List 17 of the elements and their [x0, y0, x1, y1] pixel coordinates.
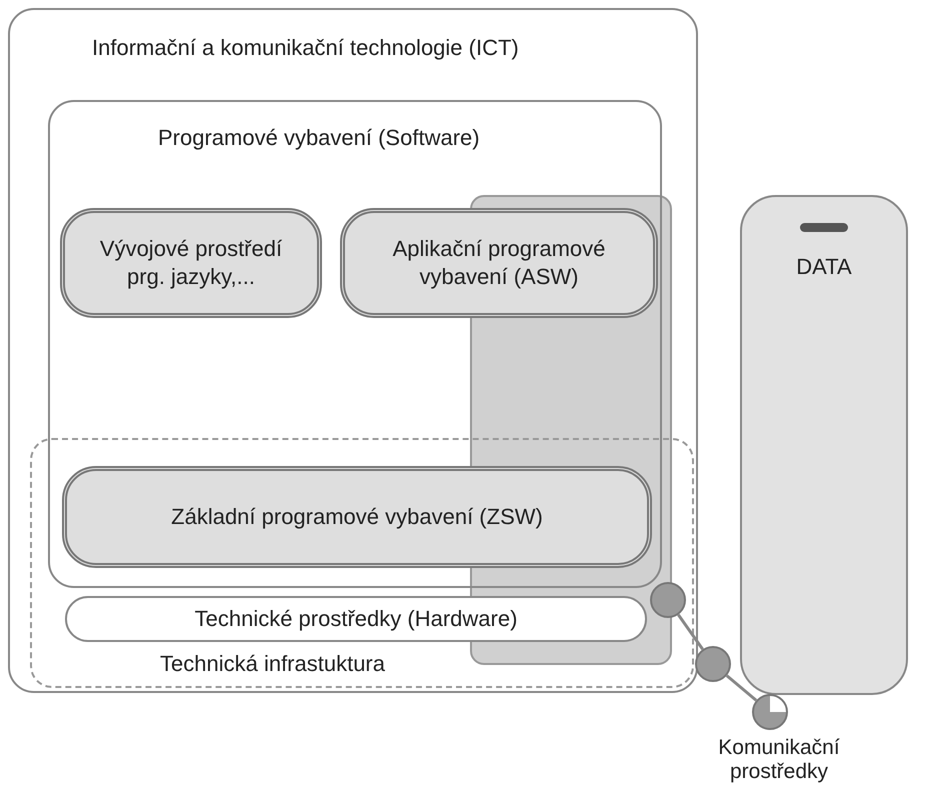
storage-box: [740, 195, 908, 695]
rounded-box: [340, 208, 658, 318]
rounded-box: [60, 208, 322, 318]
rounded-box: [65, 596, 647, 642]
rounded-box: [62, 466, 652, 568]
rounded-panel: [48, 100, 662, 588]
box-label: DATA: [795, 253, 853, 281]
group-title: Programové vybavení (Software): [158, 124, 480, 152]
connector-line: [726, 674, 758, 702]
box-label: Základní programové vybavení (ZSW): [171, 503, 543, 531]
box-label: Technické prostředky (Hardware): [194, 605, 518, 633]
connector-dot: [695, 646, 731, 682]
group-title: Informační a komunikační technologie (ICT): [92, 34, 519, 62]
box-label: Aplikační programové vybavení (ASW): [392, 235, 606, 291]
box-label: Vývojové prostředí prg. jazyky,...: [98, 235, 284, 291]
caption-text: Komunikační prostředky: [717, 736, 841, 784]
group-title: Technická infrastuktura: [160, 650, 385, 678]
